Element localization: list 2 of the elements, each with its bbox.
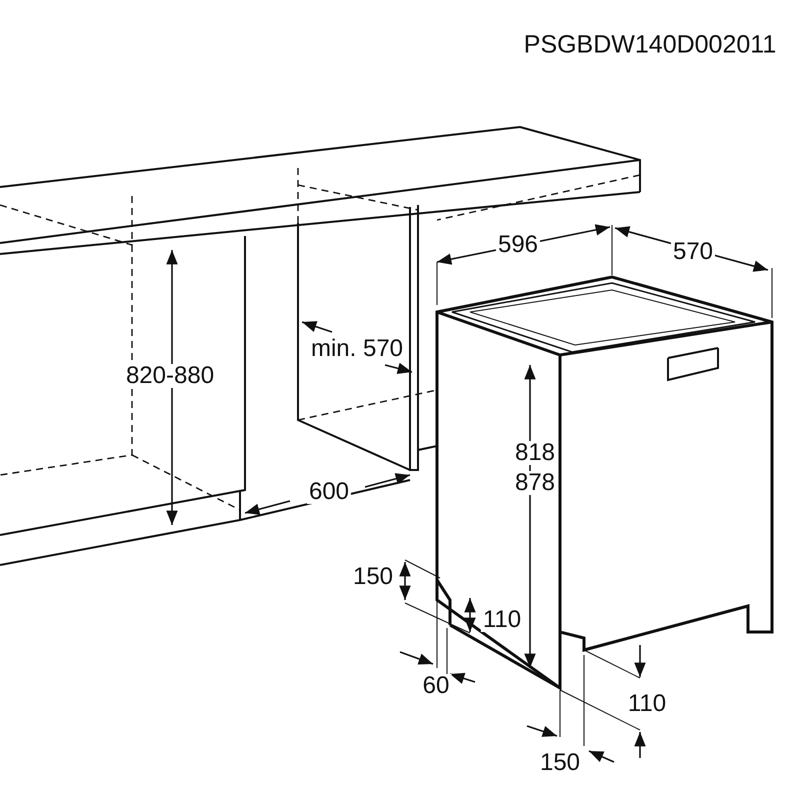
dimension-label: 600 — [306, 480, 352, 504]
dimension-label: 110 — [480, 608, 524, 632]
